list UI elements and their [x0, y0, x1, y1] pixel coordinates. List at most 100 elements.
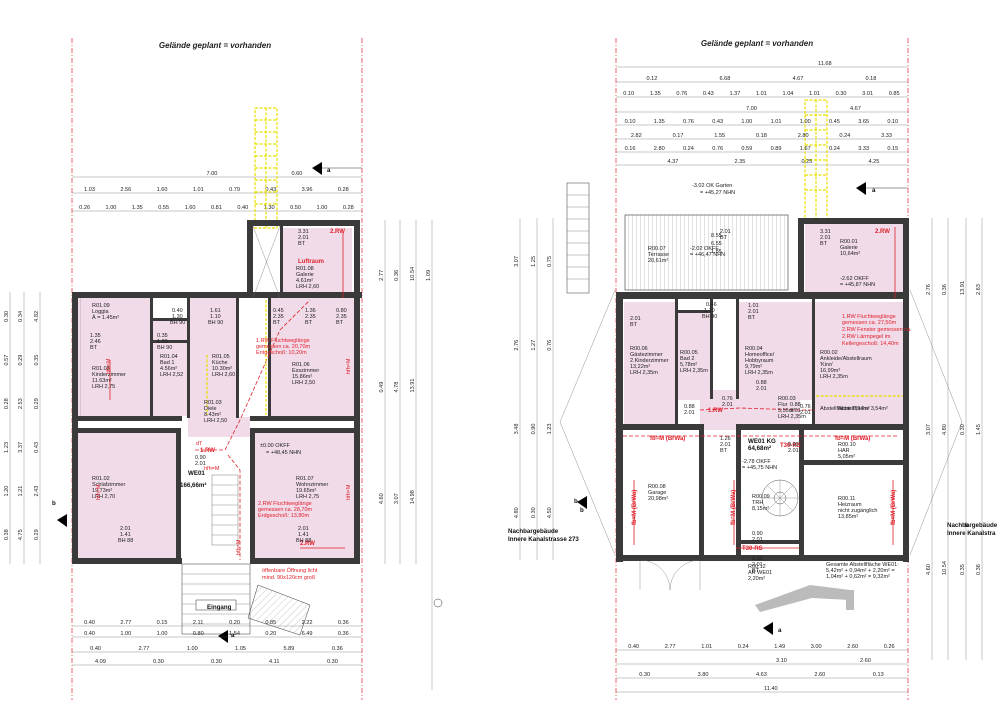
dimension-label: 5.89 [284, 646, 295, 652]
room-name: Galerie [840, 245, 858, 251]
opening-label: BH 90 [702, 314, 717, 320]
eingang-label: Eingang [207, 604, 232, 611]
dimension-label: 1.23 [4, 442, 10, 453]
dimension-label: 1.04 [783, 91, 794, 97]
room-name: Schlafzimmer [92, 482, 125, 488]
okff-label: ±0.00 OKFF [260, 443, 291, 449]
dimension-label: 0.10 [623, 91, 634, 97]
room-lrh: LRH 2,52 [160, 372, 183, 378]
dimension-label: 0.20 [229, 620, 240, 626]
nhn-label: = +48,45 NHN [266, 450, 301, 456]
dimension-label: 0.40 [84, 620, 95, 626]
rw1-right: 1.RW [708, 408, 723, 414]
room-lrh: LRH 2,35m [745, 370, 773, 376]
flucht-2: gemessen ca. 20,70m [256, 344, 311, 350]
rw2-label: 2.RW [300, 541, 315, 547]
hfh-label-4: hfh=M [96, 484, 102, 500]
room-id: R01.02 [92, 476, 110, 482]
r-flucht-5: Kellergeschoß: 14,40m [842, 341, 899, 347]
dimension-label: 1.01 [701, 644, 712, 650]
room-lrh: LRH 2,60 [212, 372, 235, 378]
dimension-label: 1.35 [654, 119, 665, 125]
opening-label: 1.35 [90, 333, 101, 339]
opening-label: 2.01 [820, 235, 831, 241]
rw2-right: 2.RW [875, 229, 890, 235]
dimension-label: 6.49 [302, 631, 313, 637]
flucht-3: Entgeschoß: 10,20m [256, 350, 307, 356]
room-id: R00.01 [840, 239, 858, 245]
dimension-label: 3.01 [862, 91, 873, 97]
dimension-label: 1.00 [157, 631, 168, 637]
room-id: R01.03 [92, 366, 110, 372]
dimension-label: 4.67 [793, 76, 804, 82]
dimension-label: 10.54 [942, 561, 948, 575]
dimension-label: 1.00 [106, 205, 117, 211]
dimension-label: 0.15 [157, 620, 168, 626]
room-name: AR WE01 [748, 570, 772, 576]
dimension-label: 3.07 [394, 493, 400, 504]
opening-label: 2.01 [752, 562, 763, 568]
opening-label: 0.88 [684, 404, 695, 410]
dimension-label: 0.75 [547, 256, 553, 267]
right-plan: Gelände geplant = vorhanden [508, 38, 998, 700]
room-area: 2,20m² [748, 576, 765, 582]
opening-label: BT [90, 345, 98, 351]
dimension-label: 0.89 [771, 146, 782, 152]
section-marker-a: a [327, 167, 331, 174]
dimension-label: 10.54 [410, 267, 416, 281]
dimension-label: 4.37 [668, 159, 679, 165]
room-lrh: LRH 2,70 [92, 494, 115, 500]
abstell-1: Gesamte Abstellfläche WE01: [826, 562, 899, 568]
dimension-label: 2.76 [514, 340, 520, 351]
room-area: 20,98m² [648, 496, 668, 502]
room-id: R01.03 [204, 400, 222, 406]
dimension-label: 4.60 [926, 564, 932, 575]
opening-label: 1.41 [120, 532, 131, 538]
dimension-label: 1.01 [809, 91, 820, 97]
opening-label: 8.55 [711, 233, 722, 239]
dimension-label: 3.10 [776, 658, 787, 664]
opening-label: 2.01 [298, 235, 309, 241]
dimension-label: 6.68 [720, 76, 731, 82]
section-marker-a: a [231, 632, 235, 639]
dimension-label: 1.00 [187, 646, 198, 652]
opening-label: BT [748, 315, 756, 321]
room-name: Küche [212, 360, 228, 366]
room-id: R00.03 [778, 396, 796, 402]
dimension-label: 1.35 [132, 205, 143, 211]
opening-label: BH 90 [170, 320, 185, 326]
room-area: 13,85m² [838, 514, 858, 520]
room-name: Gästezimmer [630, 352, 663, 358]
dimension-label: 0.25 [802, 159, 813, 165]
dimension-label: 0.36 [338, 631, 349, 637]
room-name: Kinderzimmer [92, 372, 126, 378]
we01kg-area: 64,68m² [748, 445, 771, 452]
section-marker-b: b [52, 500, 56, 507]
hfh-label-3: hfh=M [346, 484, 352, 500]
dimension-label: 3.00 [811, 644, 822, 650]
dimension-label: 0.29 [34, 529, 40, 540]
dimension-label: 3.48 [514, 423, 520, 434]
room-lrh: LRH 2,35m [820, 374, 848, 380]
dimension-label: 1.25 [531, 256, 537, 267]
dimension-label: 1.05 [235, 646, 246, 652]
brwa-label-3: fb=M (BrWa) [632, 490, 638, 525]
dimension-label: 2.63 [976, 284, 982, 295]
abstell-4: Abstellfläche 0,94m² [820, 406, 870, 412]
dimension-label: 0.15 [887, 146, 898, 152]
room-name: Bad 2 [680, 356, 694, 362]
opening-label: 2.01 [720, 229, 731, 235]
opening-label: 0.90 [195, 455, 206, 461]
opening-label: 2.35 [273, 314, 284, 320]
dimension-label: 2.80 [654, 146, 665, 152]
dt-label: dT [196, 441, 203, 447]
opening-label: 1.30 [157, 339, 168, 345]
dimension-label: 0.85 [889, 91, 900, 97]
dimension-label: 0.40 [84, 631, 95, 637]
room-area: 10.30m² [212, 366, 232, 372]
r-flucht-1: 1.RW Fluchtweglänge [842, 314, 896, 320]
flucht-4: 2.RW Fluchtweglänge [258, 501, 312, 507]
dimension-label: 0.16 [625, 146, 636, 152]
room-name: HAR [838, 448, 850, 454]
